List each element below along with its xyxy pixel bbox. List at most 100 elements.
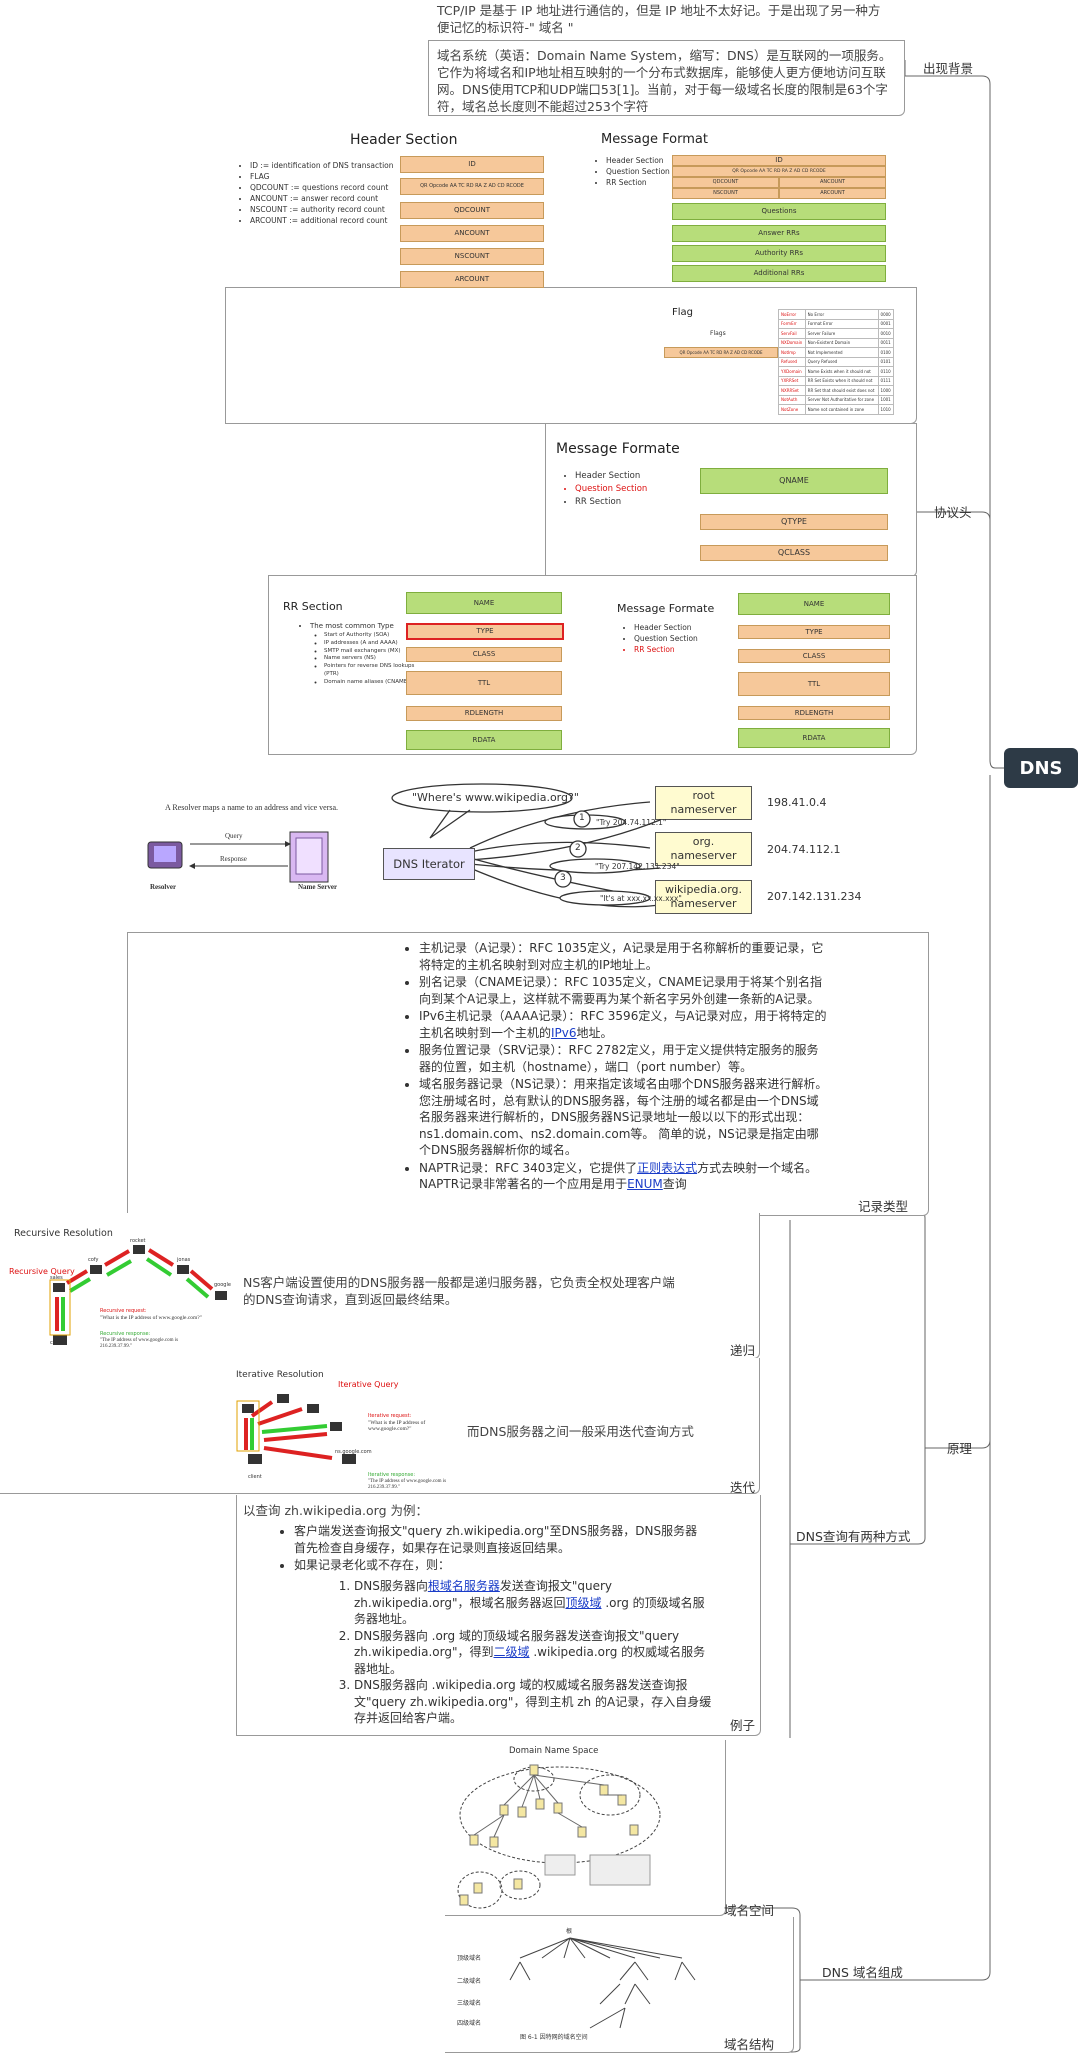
flag-cell: Name not contained in zone — [804, 404, 879, 415]
structure-level-3: 三级域名 — [457, 2000, 482, 2007]
flag-cell: Server Not Authoritative for zone — [804, 394, 879, 405]
recursive-host-cofy: cofy — [88, 1257, 99, 1263]
example-bullet-2: 如果记录老化或不存在，则： — [294, 1557, 704, 1574]
flag-cell: 0111 — [877, 375, 895, 386]
org-nameserver-box: org. nameserver — [655, 832, 752, 866]
root-ip: 198.41.0.4 — [767, 796, 827, 809]
record-aaaa: IPv6主机记录（AAAA记录）：RFC 3596定义，与A记录对应，用于将特定… — [419, 1008, 829, 1041]
mf-bar-flags: QR Opcode AA TC RD RA Z AD CD RCODE — [672, 166, 886, 177]
flag-cell: 0010 — [877, 328, 895, 339]
iterative-host: ns.google.com — [335, 1449, 372, 1455]
flag-cell: Non-Existent Domain — [804, 337, 879, 348]
branch-example[interactable]: 例子 — [730, 1718, 756, 1733]
hs-bar-arcount: ARCOUNT — [400, 271, 544, 288]
flag-cell: NotImp — [778, 347, 806, 358]
mrr-bar-rdata: RDATA — [738, 728, 890, 748]
record-naptr: NAPTR记录：RFC 3403定义，它提供了正则表达式方式去映射一个域名。NA… — [419, 1160, 829, 1193]
recursive-host-rocket: rocket — [130, 1238, 146, 1244]
iterative-client: client — [248, 1474, 262, 1480]
branch-name-structure[interactable]: 域名结构 — [724, 2037, 775, 2052]
branch-recursive[interactable]: 递归 — [730, 1343, 756, 1358]
flag-title: Flag — [672, 307, 694, 318]
recursive-client: client — [50, 1340, 64, 1346]
mf-bar-id: ID — [672, 155, 886, 166]
second-level-link[interactable]: 二级域 — [493, 1645, 530, 1659]
flag-cell: No Error — [804, 309, 879, 320]
branch-iterative[interactable]: 迭代 — [730, 1480, 756, 1495]
structure-caption: 图 6-1 因特网的域名空间 — [520, 2034, 588, 2041]
rr-bar-name: NAME — [406, 592, 562, 614]
recursive-text: NS客户端设置使用的DNS服务器一般都是递归服务器，它负责全权处理客户端的DNS… — [243, 1275, 675, 1307]
reply-1: "Try 204.74.112.1" — [596, 818, 667, 827]
example-bullets: 客户端发送查询报文"query zh.wikipedia.org"至DNS服务器… — [280, 1523, 704, 1575]
rr-bar-type: TYPE — [406, 623, 564, 640]
example-step-3: DNS服务器向 .wikipedia.org 域的权威域名服务器发送查询报文"q… — [354, 1677, 714, 1727]
dns-iterator-box: DNS Iterator — [383, 848, 475, 880]
resolver-label: Resolver — [150, 883, 177, 891]
namespace-diagram — [457, 1764, 661, 1909]
mrr-bar-ttl: TTL — [738, 672, 890, 696]
structure-tree — [509, 1937, 696, 2029]
recursive-q1: Recursive request: — [100, 1308, 147, 1314]
hs-bar-qdcount: QDCOUNT — [400, 202, 544, 219]
namespace-title: Domain Name Space — [509, 1746, 599, 1756]
flag-cell: ServFail — [778, 328, 806, 339]
branch-record-types[interactable]: 记录类型 — [858, 1199, 909, 1214]
flag-cell: 0110 — [877, 366, 895, 377]
ipv6-link[interactable]: IPv6 — [551, 1025, 577, 1040]
root-server-link[interactable]: 根域名服务器 — [427, 1579, 500, 1593]
tld-link[interactable]: 顶级域 — [565, 1595, 602, 1610]
branch-principle[interactable]: 原理 — [947, 1441, 973, 1456]
flag-cell: NoError — [778, 309, 806, 320]
iterative-query-label: Iterative Query — [338, 1380, 399, 1389]
mrr-bar-rdlength: RDLENGTH — [738, 706, 890, 720]
mf-bar-qd: QDCOUNT — [672, 177, 779, 188]
hs-bar-flags: QR Opcode AA TC RD RA Z AD CD RCODE — [400, 178, 544, 195]
flag-cell: Not Implemented — [804, 347, 879, 358]
structure-level-2: 二级域名 — [457, 1978, 482, 1985]
iterative-title: Iterative Resolution — [236, 1370, 324, 1380]
header-section-list: ID := identification of DNS transaction … — [236, 160, 410, 226]
recursive-query-label: Recursive Query — [9, 1267, 75, 1276]
mrr-bar-class: CLASS — [738, 649, 890, 663]
org-ip: 204.74.112.1 — [767, 843, 841, 856]
flag-cell: 1000 — [877, 385, 895, 396]
rr-bar-class: CLASS — [406, 647, 562, 662]
branch-two-query-modes[interactable]: DNS查询有两种方式 — [796, 1529, 911, 1544]
resolver-diagram — [147, 831, 329, 883]
recursive-title: Recursive Resolution — [14, 1228, 113, 1239]
flag-cell: 0011 — [877, 337, 895, 348]
q-bar-qname: QNAME — [700, 468, 888, 494]
recursive-host-sales: sales — [50, 1275, 63, 1281]
hs-bar-ancount: ANCOUNT — [400, 225, 544, 242]
branch-name-space[interactable]: 域名空间 — [724, 1903, 775, 1918]
message-format-list: Header Section Question Section RR Secti… — [592, 155, 686, 188]
regex-link[interactable]: 正则表达式 — [637, 1160, 698, 1175]
branch-composition[interactable]: DNS 域名组成 — [822, 1965, 903, 1980]
mf-bar-questions: Questions — [672, 203, 886, 220]
wikipedia-nameserver-box: wikipedia.org. nameserver — [655, 880, 752, 914]
message-formate-rr-list: Header Section Question Section RR Secti… — [620, 622, 714, 655]
branch-background[interactable]: 出现背景 — [923, 61, 974, 76]
flag-cell: NotZone — [778, 404, 806, 415]
flag-bar: QR Opcode AA TC RD RA Z AD CD RCODE — [664, 347, 778, 358]
header-section-title: Header Section — [350, 132, 458, 148]
branch-protocol-header[interactable]: 协议头 — [934, 505, 972, 520]
root-node-dns[interactable]: DNS — [1004, 748, 1078, 788]
iterative-q1: Iterative request: — [368, 1413, 412, 1419]
rr-bar-ttl: TTL — [406, 671, 562, 695]
iterative-diagram — [236, 1394, 356, 1464]
enum-link[interactable]: ENUM — [627, 1177, 663, 1191]
rr-bar-rdata: RDATA — [406, 730, 562, 750]
structure-level-1: 顶级域名 — [457, 1955, 482, 1962]
recursive-card — [2, 1213, 760, 1359]
flag-cell: 0101 — [877, 356, 895, 367]
recursive-r1: Recursive response: — [100, 1331, 151, 1337]
flag-cell: Name Exists when it should not — [804, 366, 879, 377]
